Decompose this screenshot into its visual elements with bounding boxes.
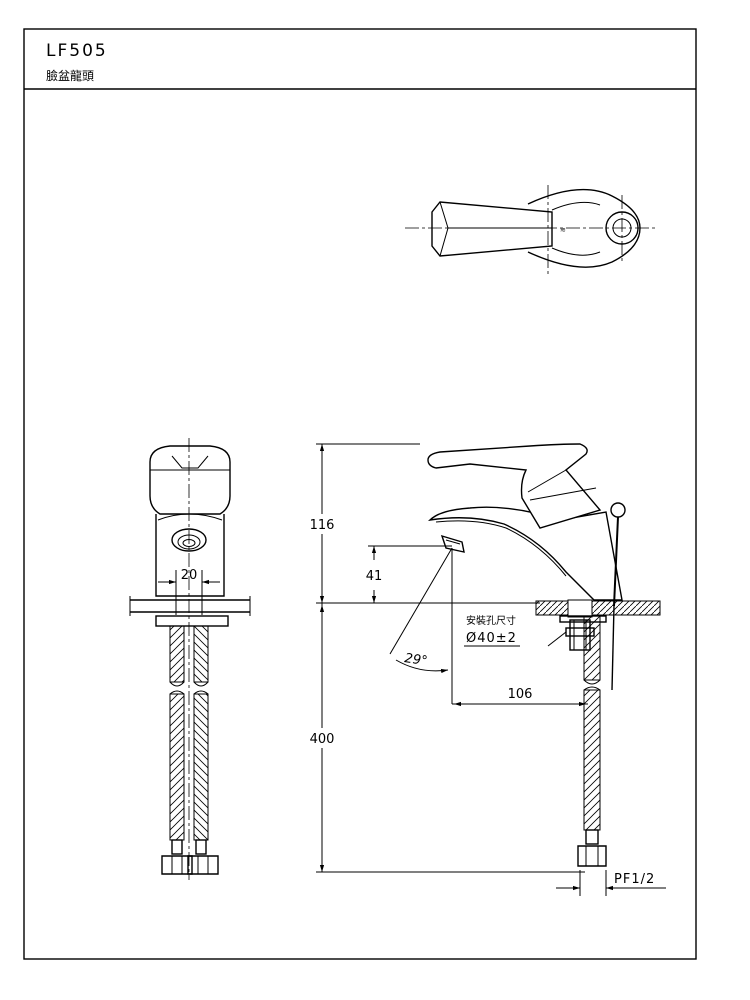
front-view: 20 xyxy=(129,438,251,880)
dimension-spout-outlet-height: 41 xyxy=(366,569,383,584)
product-name: 臉盆龍頭 xyxy=(46,68,94,83)
top-view: ≋ xyxy=(405,185,655,275)
dimension-height-above-deck: 116 xyxy=(310,518,335,533)
dimension-connection-thread: PF1/2 xyxy=(614,872,655,887)
dimension-front-spacing: 20 xyxy=(181,568,198,583)
dimension-spray-angle: 29° xyxy=(403,651,428,669)
mounting-hole-value: Ø40±2 xyxy=(466,631,517,646)
svg-text:≋: ≋ xyxy=(560,226,566,234)
drawing-border xyxy=(23,28,697,960)
side-view: 116 400 41 29° 106 xyxy=(302,443,666,896)
model-number: LF505 xyxy=(46,41,108,61)
dimension-reach: 106 xyxy=(508,687,533,702)
mounting-hole-label: 安裝孔尺寸 xyxy=(466,614,516,627)
dimension-hose-length: 400 xyxy=(310,732,335,747)
